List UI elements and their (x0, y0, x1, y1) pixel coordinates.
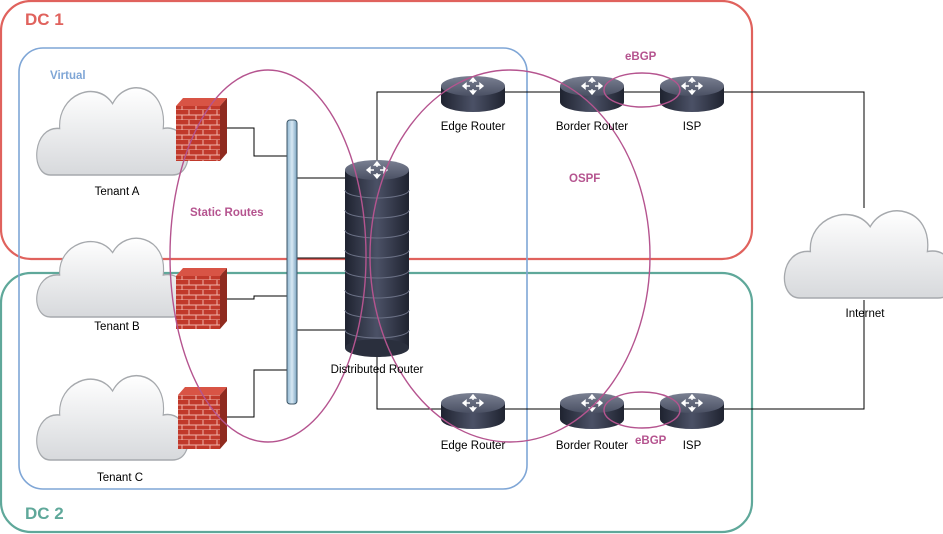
router-icon (440, 75, 506, 113)
link-fw-a-switch (220, 127, 288, 157)
firewall-icon (178, 387, 227, 449)
network-links (220, 91, 865, 418)
dc1-label: DC 1 (25, 10, 64, 29)
router-icon (559, 75, 625, 113)
static-routes-region (169, 69, 367, 443)
isp-bottom-label: ISP (682, 440, 702, 452)
ebgp-top-label: eBGP (625, 51, 657, 63)
link-isp-internet-bottom (724, 300, 865, 410)
link-fw-c-switch (220, 369, 288, 418)
virtual-zone (18, 47, 528, 490)
distributed-router-icon (344, 159, 410, 357)
edge-router-bottom-label: Edge Router (440, 440, 506, 452)
firewall-icon (176, 98, 227, 161)
cloud-icon (35, 374, 189, 461)
static-routes-label: Static Routes (190, 207, 264, 219)
edge-router-top-label: Edge Router (440, 121, 506, 133)
link-isp-internet-top (724, 91, 865, 208)
firewall-icon (176, 268, 227, 329)
ospf-label: OSPF (569, 173, 601, 185)
ospf-region (369, 69, 651, 443)
switch-bar-icon (286, 119, 298, 405)
cloud-icon (35, 87, 189, 176)
tenant-c-label: Tenant C (96, 472, 144, 484)
tenant-a-label: Tenant A (94, 186, 140, 198)
link-dr-edge-bottom (376, 350, 442, 410)
cloud-icon (36, 237, 189, 318)
internet-label: Internet (845, 308, 885, 320)
tenant-b-label: Tenant B (94, 321, 140, 333)
border-router-bottom-label: Border Router (555, 440, 629, 452)
virtual-label: Virtual (50, 70, 86, 82)
distributed-router-label: Distributed Router (330, 364, 424, 376)
link-fw-b-switch (220, 295, 288, 300)
ebgp-bottom-region (603, 391, 681, 429)
ebgp-top-region (603, 72, 681, 108)
cloud-icon (783, 210, 943, 299)
ebgp-bottom-label: eBGP (635, 435, 667, 447)
router-icon (659, 75, 725, 113)
border-router-top-label: Border Router (555, 121, 629, 133)
link-dr-edge-top (376, 91, 442, 168)
router-icon (440, 392, 506, 430)
dc2-label: DC 2 (25, 504, 64, 523)
isp-top-label: ISP (682, 121, 702, 133)
